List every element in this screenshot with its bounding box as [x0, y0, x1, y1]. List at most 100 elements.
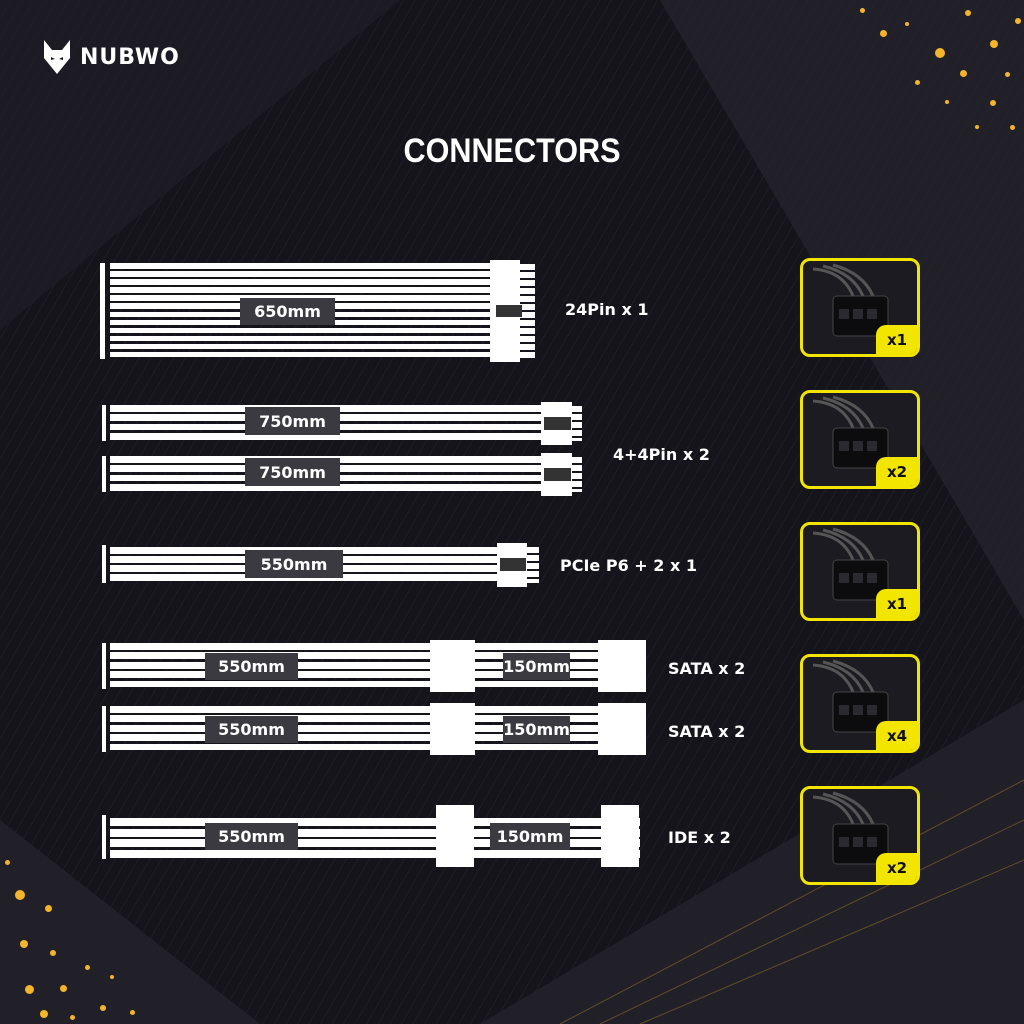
wire [110, 327, 492, 334]
latch [500, 558, 526, 571]
wire [110, 351, 492, 358]
wire [110, 432, 545, 440]
wire [110, 839, 640, 847]
cable-end-bar [102, 706, 106, 752]
sata-connector [430, 703, 475, 755]
brand-name: NUBWO [80, 44, 180, 70]
wolf-logo-icon [44, 40, 70, 74]
wire [110, 661, 645, 669]
wire [110, 343, 492, 350]
connector-pins [572, 457, 582, 492]
molex-connector [436, 805, 474, 867]
wire [110, 263, 492, 269]
sata-connector [598, 703, 646, 755]
cable-end-bar [102, 405, 106, 441]
decorative-dot [990, 40, 998, 48]
connector-photo-24pin: x1 [800, 258, 920, 357]
connector-photo-molex-ide: x2 [800, 786, 920, 885]
wire [110, 652, 645, 660]
wire [110, 743, 645, 751]
wire [110, 828, 640, 837]
count-badge: x1 [876, 325, 917, 354]
connector-pins [527, 547, 539, 583]
cable-length-label: 750mm [245, 407, 340, 435]
wire [110, 279, 492, 285]
decorative-dot [880, 30, 887, 37]
wire [110, 818, 640, 826]
cable-length-label: 150mm [503, 653, 570, 680]
wire [110, 724, 645, 732]
decorative-dot [50, 950, 56, 956]
decorative-dot [20, 940, 28, 948]
molex-connector [601, 805, 639, 867]
wire [110, 734, 645, 742]
wire [110, 715, 645, 723]
latch [544, 417, 571, 430]
connector-icon [812, 263, 889, 337]
connector-label: SATA x 2 [668, 722, 746, 741]
decorative-dot [945, 100, 949, 104]
connector-pins [572, 406, 582, 441]
cable-end-bar [102, 643, 106, 689]
decorative-dot [1015, 18, 1021, 24]
cable-end-bar [102, 815, 106, 859]
connector-label: PCIe P6 + 2 x 1 [560, 556, 697, 575]
decorative-dot [85, 965, 90, 970]
count-badge: x4 [876, 721, 917, 750]
decorative-dot [15, 890, 25, 900]
decorative-dot [975, 125, 979, 129]
connector-label: 4+4Pin x 2 [613, 445, 710, 464]
decorative-dot [905, 22, 909, 26]
wire [110, 335, 492, 342]
decorative-dot [60, 985, 67, 992]
decorative-dot [990, 100, 996, 106]
wire [110, 483, 545, 491]
count-badge: x1 [876, 589, 917, 618]
cable-wires [110, 706, 645, 753]
cable-length-label: 150mm [503, 716, 570, 743]
cable-wires [110, 818, 640, 860]
decorative-dot [100, 1005, 106, 1011]
decorative-dot [860, 8, 865, 13]
connector-photo-8pin-cpu: x2 [800, 390, 920, 489]
decorative-dot [45, 905, 52, 912]
cable-length-label: 150mm [490, 823, 570, 850]
connector-icon [812, 791, 889, 865]
wire [110, 680, 645, 688]
brand-logo: NUBWO [42, 40, 180, 74]
connector-pins [520, 264, 535, 358]
decorative-dot [1010, 125, 1015, 130]
wire [110, 706, 645, 713]
cable-wires [110, 643, 645, 690]
connector-icon [812, 395, 889, 469]
connector-icon [812, 527, 889, 601]
connector-label: IDE x 2 [668, 828, 731, 847]
cable-length-label: 750mm [245, 458, 340, 486]
decorative-dot [1005, 72, 1010, 77]
decorative-dot [70, 1015, 75, 1020]
cable-end-bar [102, 456, 106, 492]
cable-end-bar [102, 545, 106, 583]
connector-label: SATA x 2 [668, 659, 746, 678]
decorative-dot [915, 80, 920, 85]
latch [496, 305, 522, 317]
cable-end-bar [100, 263, 105, 359]
count-badge: x2 [876, 457, 917, 486]
decorative-dot [960, 70, 967, 77]
connector-photo-pcie-6+2: x1 [800, 522, 920, 621]
count-badge: x2 [876, 853, 917, 882]
wire [110, 671, 645, 679]
decorative-dot [25, 985, 34, 994]
decorative-dot [935, 48, 945, 58]
connector-photo-sata: x4 [800, 654, 920, 753]
latch [544, 468, 571, 481]
decorative-dot [965, 10, 971, 16]
cable-length-label: 550mm [205, 823, 298, 850]
wire [110, 287, 492, 293]
sata-connector [598, 640, 646, 692]
connector-icon [812, 659, 889, 733]
wire [110, 643, 645, 650]
wire [110, 271, 492, 277]
page-title: CONNECTORS [403, 132, 621, 170]
decorative-dot [130, 1010, 135, 1015]
